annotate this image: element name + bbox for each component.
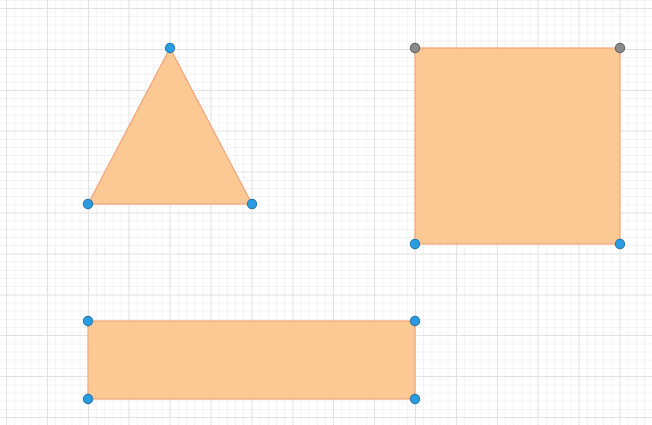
square-handles[interactable] — [409, 42, 626, 250]
rectangle-body[interactable] — [87, 320, 416, 400]
rectangle-vertex-handle[interactable] — [409, 393, 421, 405]
triangle-body[interactable] — [87, 47, 253, 205]
triangle-vertex-handle[interactable] — [82, 198, 94, 210]
triangle-handles[interactable] — [82, 42, 258, 210]
square-shape[interactable] — [409, 42, 626, 250]
square-vertex-handle[interactable] — [409, 42, 421, 54]
square-body[interactable] — [414, 47, 621, 245]
triangle-vertex-handle[interactable] — [246, 198, 258, 210]
rectangle-shape[interactable] — [82, 315, 421, 405]
triangle-shape[interactable] — [82, 42, 258, 210]
triangle-vertex-handle[interactable] — [164, 42, 176, 54]
square-vertex-handle[interactable] — [409, 238, 421, 250]
rectangle-handles[interactable] — [82, 315, 421, 405]
rectangle-vertex-handle[interactable] — [409, 315, 421, 327]
rectangle-vertex-handle[interactable] — [82, 315, 94, 327]
rectangle-vertex-handle[interactable] — [82, 393, 94, 405]
square-vertex-handle[interactable] — [614, 42, 626, 54]
square-vertex-handle[interactable] — [614, 238, 626, 250]
